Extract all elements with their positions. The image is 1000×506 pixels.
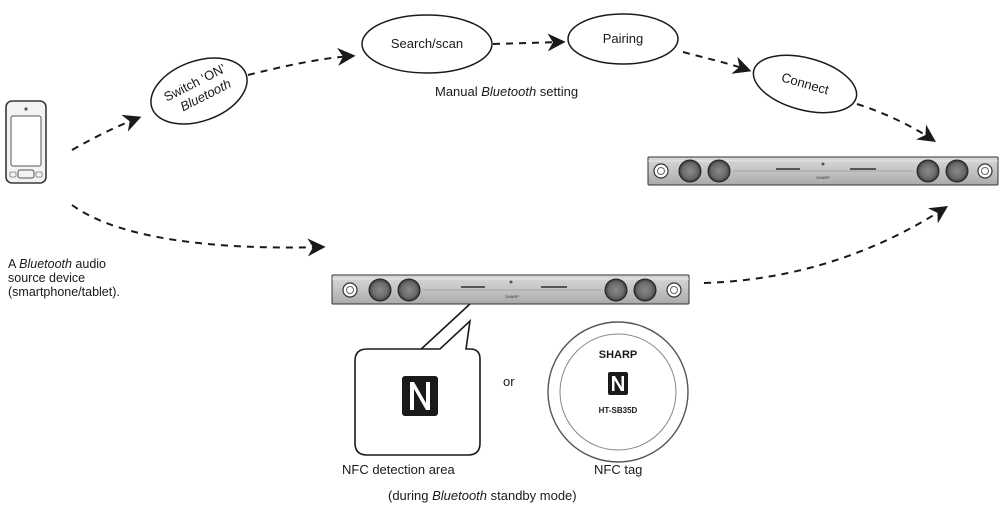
smartphone-icon	[5, 100, 47, 184]
arrow-connect-to-soundbar	[856, 103, 936, 142]
soundbar-brand-label: SHARP	[816, 175, 830, 180]
arrow-phone-to-nfc-soundbar	[71, 204, 326, 257]
source-device-label: A Bluetooth audio source device (smartph…	[8, 257, 120, 299]
step-switch-on: Switch ‘ON’ Bluetooth	[150, 57, 248, 125]
soundbar-brand-label: SHARP	[505, 294, 519, 299]
arrow-switch-to-search	[247, 47, 356, 76]
arrow-nfc-to-connected	[703, 206, 949, 284]
arrow-search-to-pairing	[492, 33, 566, 52]
nfc-n-mark-icon	[402, 376, 438, 416]
step-pairing-label: Pairing	[603, 31, 643, 46]
nfc-tag-label: NFC tag	[594, 462, 643, 477]
or-label: or	[503, 374, 515, 389]
standby-mode-caption: (during Bluetooth standby mode)	[388, 488, 577, 503]
nfc-detection-callout	[354, 318, 481, 456]
arrow-phone-to-switch	[71, 114, 142, 151]
soundbar-nfc: SHARP	[331, 274, 690, 305]
nfc-detection-label: NFC detection area	[342, 462, 455, 477]
step-search-scan: Search/scan	[361, 14, 493, 74]
arrow-pairing-to-connect	[682, 51, 752, 74]
manual-setting-caption: Manual Bluetooth setting	[435, 84, 579, 99]
nfc-tag-model: HT-SB35D	[599, 406, 638, 415]
nfc-tag-brand: SHARP	[599, 349, 638, 361]
soundbar-connected: SHARP	[647, 156, 999, 186]
step-connect: Connect	[752, 54, 858, 114]
step-pairing: Pairing	[567, 13, 679, 65]
speaker-driver-icon	[342, 278, 682, 302]
speaker-driver-icon	[653, 159, 993, 183]
nfc-n-mark-icon	[608, 372, 628, 395]
nfc-tag: SHARP HT-SB35D	[547, 321, 689, 463]
step-search-scan-label: Search/scan	[391, 36, 463, 51]
